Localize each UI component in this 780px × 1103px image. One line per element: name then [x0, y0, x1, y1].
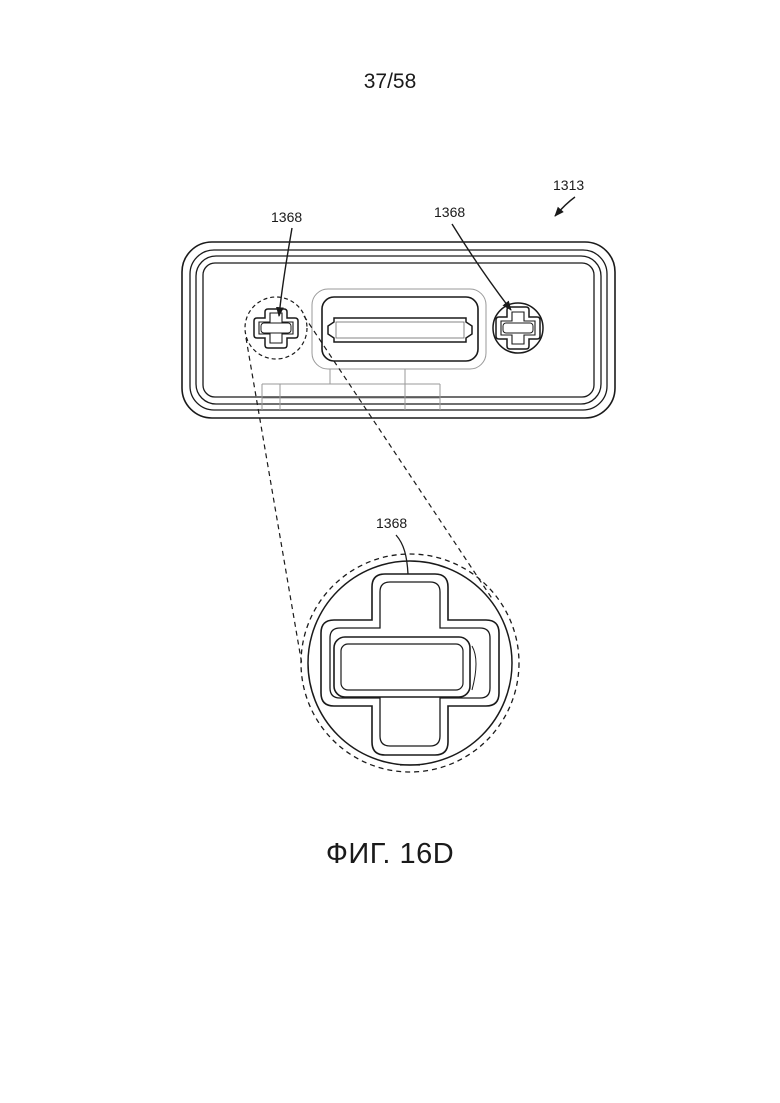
ref-label-1368-detail: 1368 — [376, 515, 407, 531]
ref-arrow-1313 — [555, 197, 575, 216]
detail-view — [301, 554, 519, 772]
ref-label-1368-right: 1368 — [434, 204, 465, 220]
cross-key-left — [245, 297, 307, 359]
cross-key-right — [493, 303, 543, 353]
detail-projection-lines — [246, 316, 493, 665]
internal-structure — [262, 289, 486, 410]
ref-label-1368-left: 1368 — [271, 209, 302, 225]
ref-label-1313: 1313 — [553, 177, 584, 193]
central-receptacle — [322, 297, 478, 361]
figure-caption: ФИГ. 16D — [0, 838, 780, 871]
connector-housing — [182, 242, 615, 418]
